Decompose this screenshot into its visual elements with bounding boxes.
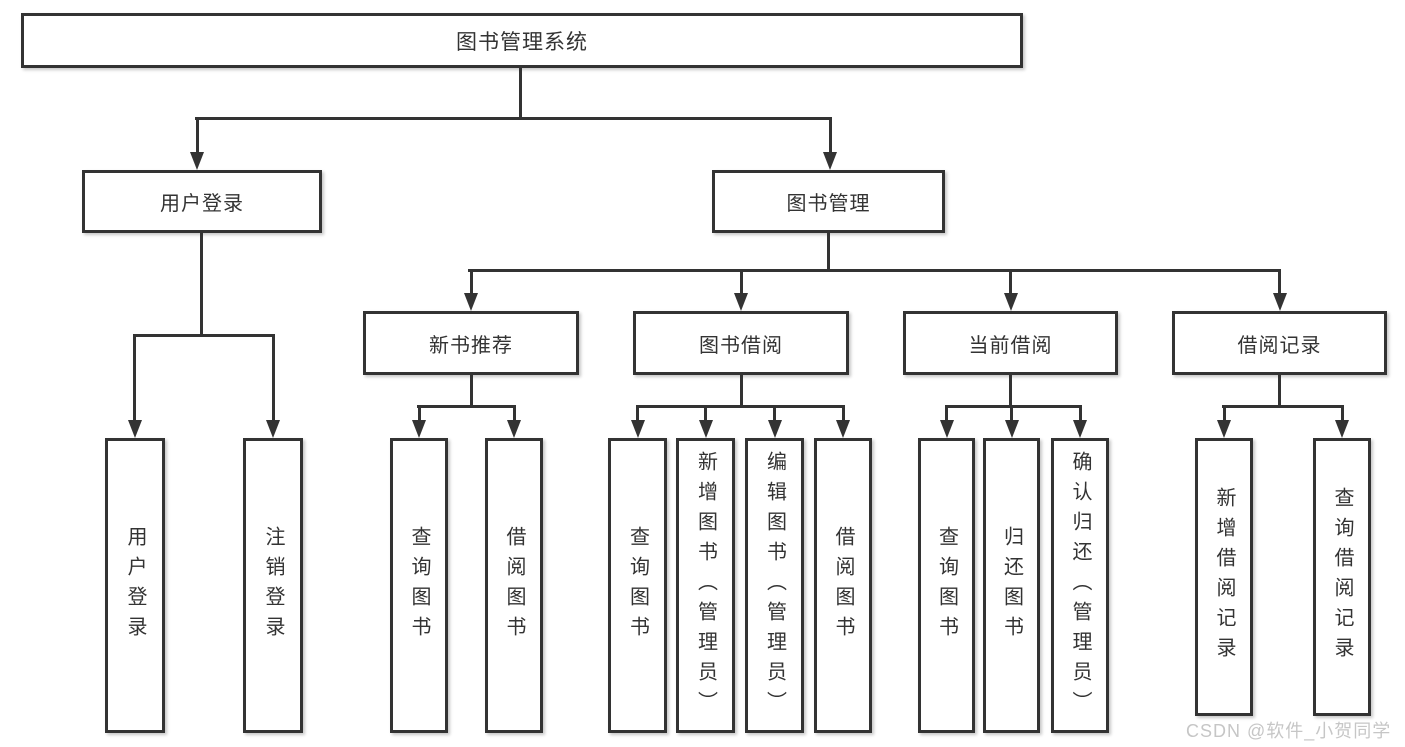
connector-book-mgmt-drop-3	[1009, 269, 1012, 295]
node-current-borrow-label: 当前借阅	[968, 334, 1053, 357]
leaf-confirm-return-admin-label: 确认归还（管理员）	[1069, 450, 1091, 721]
leaf-add-book-admin: 新增图书（管理员）	[676, 438, 735, 733]
leaf-edit-book-admin-label: 编辑图书（管理员）	[763, 450, 786, 721]
connector-records-stem	[1278, 375, 1281, 408]
connector-recommend-bar	[417, 405, 515, 408]
connector-borrow-stem	[740, 375, 743, 408]
arrowhead-borrow-records	[1273, 293, 1287, 311]
leaf-query-books-current: 查询图书	[918, 438, 975, 733]
connector-book-mgmt-drop-1	[470, 269, 473, 295]
connector-borrow-drop-4	[842, 405, 845, 422]
node-borrow-records: 借阅记录	[1172, 311, 1387, 375]
connector-root-bar	[195, 117, 832, 120]
arrowhead-user-login	[190, 152, 204, 170]
arrowhead-query-books-current	[940, 420, 954, 438]
connector-current-drop-3	[1079, 405, 1082, 422]
connector-records-drop-2	[1341, 405, 1344, 422]
leaf-query-books-recommend: 查询图书	[390, 438, 448, 733]
connector-borrow-bar	[636, 405, 845, 408]
connector-book-mgmt-drop-2	[740, 269, 743, 295]
connector-current-drop-2	[1010, 405, 1013, 422]
arrowhead-confirm-return-admin	[1073, 420, 1087, 438]
leaf-add-book-admin-label: 新增图书（管理员）	[694, 450, 717, 721]
connector-user-login-bar	[133, 334, 275, 337]
leaf-add-borrow-record-label: 新增借阅记录	[1213, 487, 1235, 667]
arrowhead-leaf-logout	[266, 420, 280, 438]
arrowhead-book-management	[823, 152, 837, 170]
connector-recommend-drop-1	[418, 405, 421, 422]
arrowhead-current-borrow	[1004, 293, 1018, 311]
node-new-book-recommend: 新书推荐	[363, 311, 579, 375]
arrowhead-add-book-admin	[699, 420, 713, 438]
arrowhead-borrow-books-recommend	[507, 420, 521, 438]
leaf-borrow-books-recommend: 借阅图书	[485, 438, 543, 733]
leaf-borrow-books: 借阅图书	[814, 438, 872, 733]
connector-records-drop-1	[1223, 405, 1226, 422]
connector-current-bar	[945, 405, 1082, 408]
connector-user-login-drop-2	[272, 334, 275, 422]
node-user-login-label: 用户登录	[160, 193, 244, 215]
node-book-management: 图书管理	[712, 170, 945, 233]
node-book-borrow-label: 图书借阅	[699, 334, 783, 357]
connector-root-drop-left	[196, 117, 199, 154]
node-new-book-recommend-label: 新书推荐	[429, 334, 513, 357]
node-current-borrow: 当前借阅	[903, 311, 1118, 375]
arrowhead-query-books-borrow	[631, 420, 645, 438]
connector-borrow-drop-2	[704, 405, 707, 422]
arrowhead-add-borrow-record	[1217, 420, 1231, 438]
node-borrow-records-label: 借阅记录	[1237, 334, 1322, 357]
leaf-query-books-borrow: 查询图书	[608, 438, 667, 733]
node-user-login: 用户登录	[82, 170, 322, 233]
leaf-edit-book-admin: 编辑图书（管理员）	[745, 438, 804, 733]
connector-borrow-drop-3	[773, 405, 776, 422]
arrowhead-new-book-recommend	[464, 293, 478, 311]
arrowhead-book-borrow	[734, 293, 748, 311]
leaf-query-books-borrow-label: 查询图书	[626, 525, 649, 646]
leaf-confirm-return-admin: 确认归还（管理员）	[1051, 438, 1109, 733]
connector-book-mgmt-bar	[468, 269, 1281, 272]
leaf-add-borrow-record: 新增借阅记录	[1195, 438, 1253, 716]
connector-current-drop-1	[945, 405, 948, 422]
arrowhead-borrow-books	[836, 420, 850, 438]
leaf-user-login-label: 用户登录	[124, 525, 146, 646]
connector-borrow-drop-1	[636, 405, 639, 422]
leaf-query-books-recommend-label: 查询图书	[408, 525, 430, 646]
arrowhead-edit-book-admin	[768, 420, 782, 438]
connector-records-bar	[1222, 405, 1343, 408]
node-book-borrow: 图书借阅	[633, 311, 849, 375]
node-root-label: 图书管理系统	[456, 30, 588, 54]
leaf-logout-label: 注销登录	[262, 525, 284, 646]
connector-recommend-stem	[470, 375, 473, 408]
leaf-logout: 注销登录	[243, 438, 303, 733]
leaf-query-borrow-record: 查询借阅记录	[1313, 438, 1371, 716]
connector-user-login-stem	[200, 233, 203, 337]
leaf-user-login: 用户登录	[105, 438, 165, 733]
leaf-borrow-books-recommend-label: 借阅图书	[503, 525, 525, 646]
leaf-query-books-current-label: 查询图书	[935, 525, 958, 646]
node-book-management-label: 图书管理	[786, 193, 871, 215]
arrowhead-query-borrow-record	[1335, 420, 1349, 438]
connector-user-login-drop-1	[133, 334, 136, 422]
connector-recommend-drop-2	[513, 405, 516, 422]
connector-current-stem	[1009, 375, 1012, 408]
connector-book-mgmt-stem	[827, 233, 830, 272]
node-root: 图书管理系统	[21, 13, 1023, 68]
arrowhead-leaf-user-login	[128, 420, 142, 438]
connector-root-stem	[519, 68, 522, 120]
leaf-return-book: 归还图书	[983, 438, 1040, 733]
arrowhead-return-book	[1005, 420, 1019, 438]
arrowhead-query-books-recommend	[412, 420, 426, 438]
connector-book-mgmt-drop-4	[1278, 269, 1281, 295]
leaf-query-borrow-record-label: 查询借阅记录	[1331, 487, 1353, 667]
leaf-borrow-books-label: 借阅图书	[832, 525, 854, 646]
leaf-return-book-label: 归还图书	[1000, 525, 1023, 646]
connector-root-drop-right	[829, 117, 832, 154]
watermark: CSDN @软件_小贺同学	[1186, 721, 1392, 741]
